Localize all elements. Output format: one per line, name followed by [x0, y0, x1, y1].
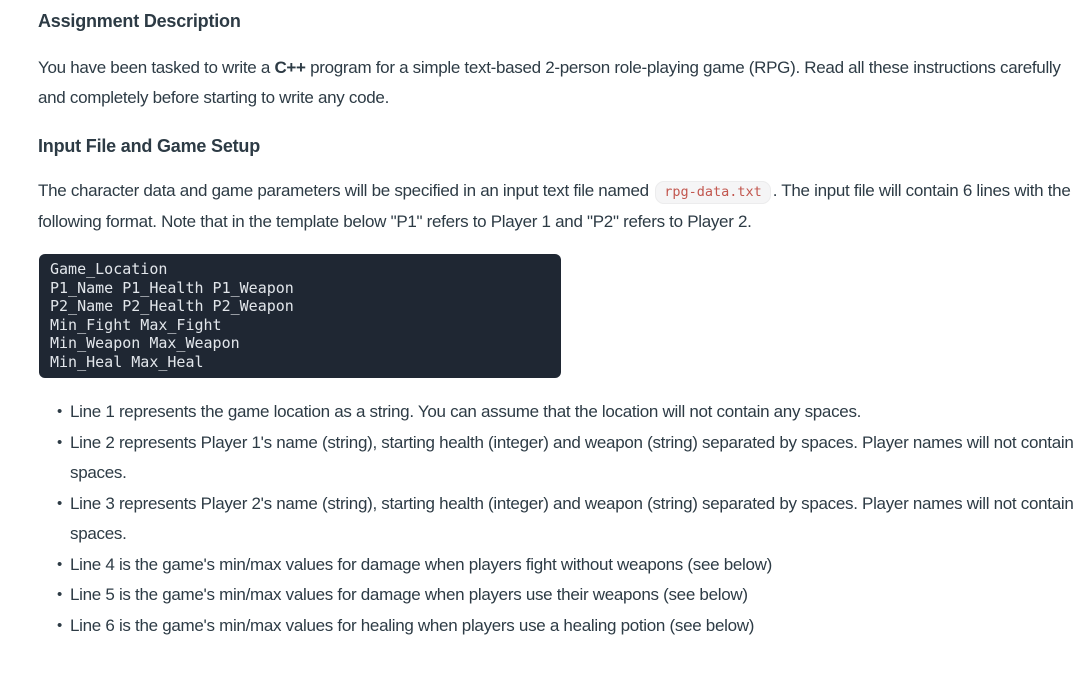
input-file-text-pre: The character data and game parameters w…	[38, 181, 654, 200]
input-file-text-post: . The input file will contain 6 lines wi…	[38, 181, 1071, 231]
list-item-line-6: Line 6 is the game's min/max values for …	[57, 611, 1074, 642]
input-file-paragraph: The character data and game parameters w…	[38, 176, 1074, 237]
inline-code-filename: rpg-data.txt	[655, 181, 771, 204]
list-item-line-2: Line 2 represents Player 1's name (strin…	[57, 428, 1074, 489]
list-item-line-3: Line 3 represents Player 2's name (strin…	[57, 489, 1074, 550]
list-item-line-1: Line 1 represents the game location as a…	[57, 397, 1074, 428]
intro-text-post: program for a simple text-based 2-person…	[38, 58, 1061, 107]
intro-paragraph: You have been tasked to write a C++ prog…	[38, 53, 1074, 113]
input-file-template-code-block: Game_Location P1_Name P1_Health P1_Weapo…	[39, 254, 561, 378]
list-item-line-5: Line 5 is the game's min/max values for …	[57, 580, 1074, 611]
intro-text-pre: You have been tasked to write a	[38, 58, 275, 77]
heading-assignment-description: Assignment Description	[38, 11, 241, 31]
heading-input-file-and-game-setup: Input File and Game Setup	[38, 136, 261, 156]
cpp-bold-text: C++	[274, 58, 306, 77]
line-descriptions-list: Line 1 represents the game location as a…	[38, 397, 1074, 641]
list-item-line-4: Line 4 is the game's min/max values for …	[57, 550, 1074, 581]
